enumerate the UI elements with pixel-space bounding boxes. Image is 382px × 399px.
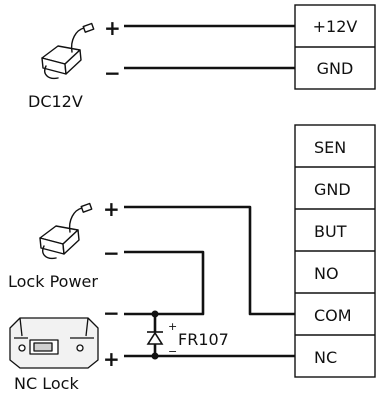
- terminal-no-label: NO: [314, 264, 339, 283]
- diode-symbol: [146, 331, 164, 345]
- diode-label: FR107: [178, 330, 229, 349]
- terminal-gnd-label: GND: [314, 180, 351, 199]
- nc-lock-minus-sign: −: [103, 301, 120, 325]
- wire-lock-power-minus-to-lock: [124, 250, 205, 316]
- supply-1-plus-sign: +: [104, 16, 121, 40]
- terminal-but-label: BUT: [314, 222, 347, 241]
- diode-minus-sign: −: [168, 345, 177, 358]
- lock-power-label: Lock Power: [8, 272, 98, 291]
- nc-lock-label: NC Lock: [14, 374, 79, 393]
- electric-lock-icon: [9, 317, 99, 369]
- terminal-block-top: +12V GND: [294, 4, 376, 90]
- supply-1-minus-sign: −: [104, 61, 121, 85]
- junction-dot: [151, 352, 159, 360]
- nc-lock-plus-sign: +: [103, 347, 120, 371]
- junction-dot: [151, 310, 159, 318]
- power-adapter-icon: [41, 22, 95, 80]
- terminal-com-label: COM: [314, 306, 352, 325]
- diode-plus-sign: +: [168, 320, 177, 333]
- terminal-sen-label: SEN: [314, 138, 346, 157]
- terminal-gnd-label: GND: [317, 59, 354, 78]
- supply-1-label: DC12V: [28, 92, 83, 111]
- wire-lock-power-plus-to-com: [124, 205, 295, 316]
- terminal-12v-label: +12V: [313, 17, 358, 36]
- lock-power-plus-sign: +: [103, 197, 120, 221]
- terminal-nc-label: NC: [314, 348, 337, 367]
- terminal-block-bottom: SEN GND BUT NO COM NC: [294, 124, 376, 378]
- lock-power-minus-sign: −: [103, 241, 120, 265]
- power-adapter-icon: [39, 202, 93, 260]
